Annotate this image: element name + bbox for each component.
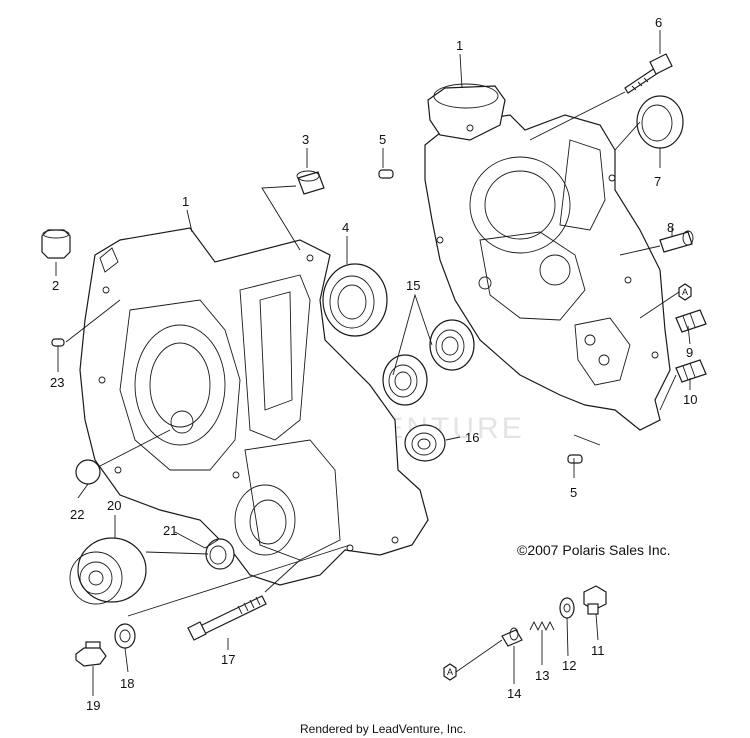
seal-21[interactable] [205, 538, 235, 570]
callout-22[interactable]: 22 [70, 507, 84, 522]
callout-10[interactable]: 10 [683, 392, 697, 407]
bearing-15-lower[interactable] [382, 354, 428, 406]
callout-2[interactable]: 2 [52, 278, 59, 293]
reference-marker-a-upper: A [678, 283, 692, 301]
callout-3[interactable]: 3 [302, 132, 309, 147]
bearing-16[interactable] [404, 424, 446, 462]
callout-18[interactable]: 18 [120, 676, 134, 691]
callout-21[interactable]: 21 [163, 523, 177, 538]
callout-11[interactable]: 11 [591, 643, 605, 658]
plug-22[interactable] [75, 459, 101, 485]
fitting-9[interactable] [675, 309, 707, 333]
callout-8[interactable]: 8 [667, 220, 674, 235]
callout-6[interactable]: 6 [655, 15, 662, 30]
callout-5-lower[interactable]: 5 [570, 485, 577, 500]
bolt-6[interactable] [624, 53, 673, 94]
callout-7[interactable]: 7 [654, 174, 661, 189]
callout-9[interactable]: 9 [686, 345, 693, 360]
plug-8[interactable] [659, 230, 694, 253]
callout-4[interactable]: 4 [342, 220, 349, 235]
callout-1-left[interactable]: 1 [182, 194, 189, 209]
copyright-notice: ©2007 Polaris Sales Inc. [517, 542, 671, 558]
callout-20[interactable]: 20 [107, 498, 121, 513]
leader-lines [55, 30, 691, 696]
callout-15[interactable]: 15 [406, 278, 420, 293]
callout-labels: 1 1 2 3 4 5 5 6 7 8 9 10 11 12 13 14 15 … [50, 15, 697, 713]
dowel-sleeve-3[interactable] [296, 170, 325, 195]
callout-5-upper[interactable]: 5 [379, 132, 386, 147]
long-bolt-17[interactable] [187, 595, 267, 641]
reference-marker-a-lower: A [443, 663, 457, 681]
callout-17[interactable]: 17 [221, 652, 235, 667]
bearing-4[interactable] [322, 263, 388, 337]
callout-19[interactable]: 19 [86, 698, 100, 713]
washer-18[interactable] [114, 623, 136, 649]
footer-credit: Rendered by LeadVenture, Inc. [300, 722, 466, 736]
callout-1-right[interactable]: 1 [456, 38, 463, 53]
reference-marker-a-upper-label: A [682, 287, 688, 297]
crankcase-left-half[interactable] [79, 227, 429, 586]
bolt-11[interactable] [583, 585, 607, 615]
dowel-pin-5-lower[interactable] [567, 454, 583, 464]
oil-seal-7[interactable] [636, 95, 684, 149]
dowel-23[interactable] [51, 338, 65, 347]
screen-20[interactable] [69, 537, 147, 605]
callout-12[interactable]: 12 [562, 658, 576, 673]
drain-plug-19[interactable] [75, 641, 107, 667]
valve-14[interactable] [501, 627, 523, 647]
bearing-15-upper[interactable] [429, 319, 475, 371]
dowel-pin-5-upper[interactable] [378, 169, 394, 179]
fitting-10[interactable] [675, 359, 707, 383]
reference-marker-a-lower-label: A [447, 667, 453, 677]
callout-13[interactable]: 13 [535, 668, 549, 683]
crankcase-right-half[interactable] [424, 83, 671, 431]
callout-14[interactable]: 14 [507, 686, 521, 701]
bushing-2[interactable] [41, 229, 71, 259]
callout-23[interactable]: 23 [50, 375, 64, 390]
callout-16[interactable]: 16 [465, 430, 479, 445]
spring-13[interactable] [529, 620, 555, 632]
washer-12[interactable] [559, 597, 575, 619]
